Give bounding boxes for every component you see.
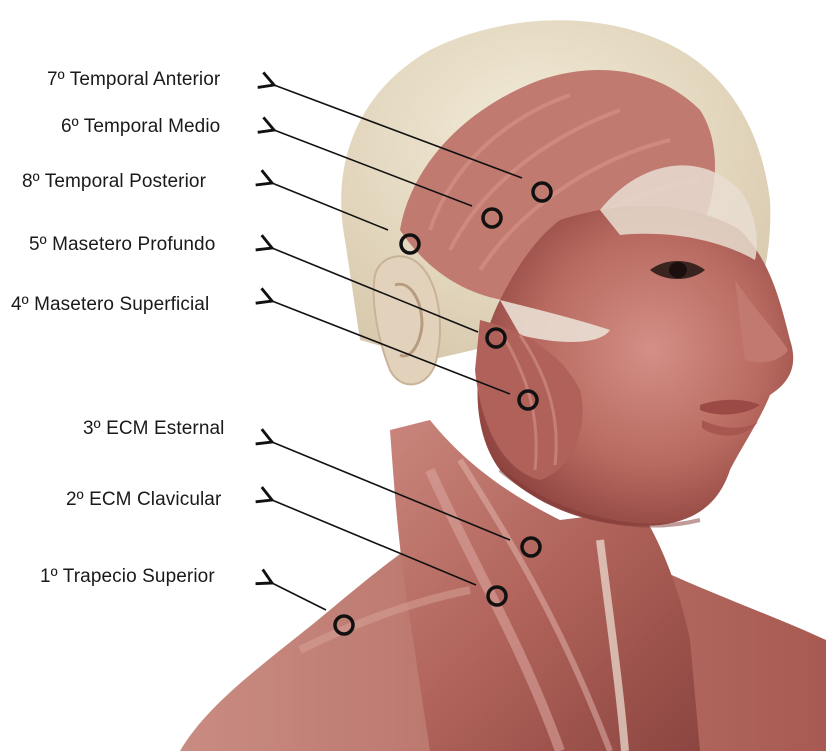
marker-temporal-posterior [401, 235, 419, 253]
arrow-trapecio-superior [272, 583, 326, 610]
label-masetero-superficial: 4º Masetero Superficial [11, 294, 209, 316]
label-temporal-medio: 6º Temporal Medio [61, 116, 220, 138]
marker-ecm-esternal [522, 538, 540, 556]
label-temporal-posterior: 8º Temporal Posterior [22, 171, 206, 193]
arrow-ecm-esternal [272, 442, 510, 540]
label-masetero-profundo: 5º Masetero Profundo [29, 234, 215, 256]
marker-trapecio-superior [335, 616, 353, 634]
label-trapecio-superior: 1º Trapecio Superior [40, 566, 215, 588]
arrow-masetero-profundo [272, 248, 478, 332]
arrow-temporal-medio [274, 130, 472, 206]
marker-temporal-medio [483, 209, 501, 227]
label-ecm-esternal: 3º ECM Esternal [83, 418, 225, 440]
marker-ecm-clavicular [488, 587, 506, 605]
label-temporal-anterior: 7º Temporal Anterior [47, 69, 220, 91]
marker-masetero-superficial [519, 391, 537, 409]
arrow-temporal-posterior [272, 183, 388, 230]
arrow-masetero-superficial [272, 301, 510, 394]
marker-masetero-profundo [487, 329, 505, 347]
arrow-temporal-anterior [274, 85, 522, 178]
marker-temporal-anterior [533, 183, 551, 201]
label-ecm-clavicular: 2º ECM Clavicular [66, 489, 221, 511]
